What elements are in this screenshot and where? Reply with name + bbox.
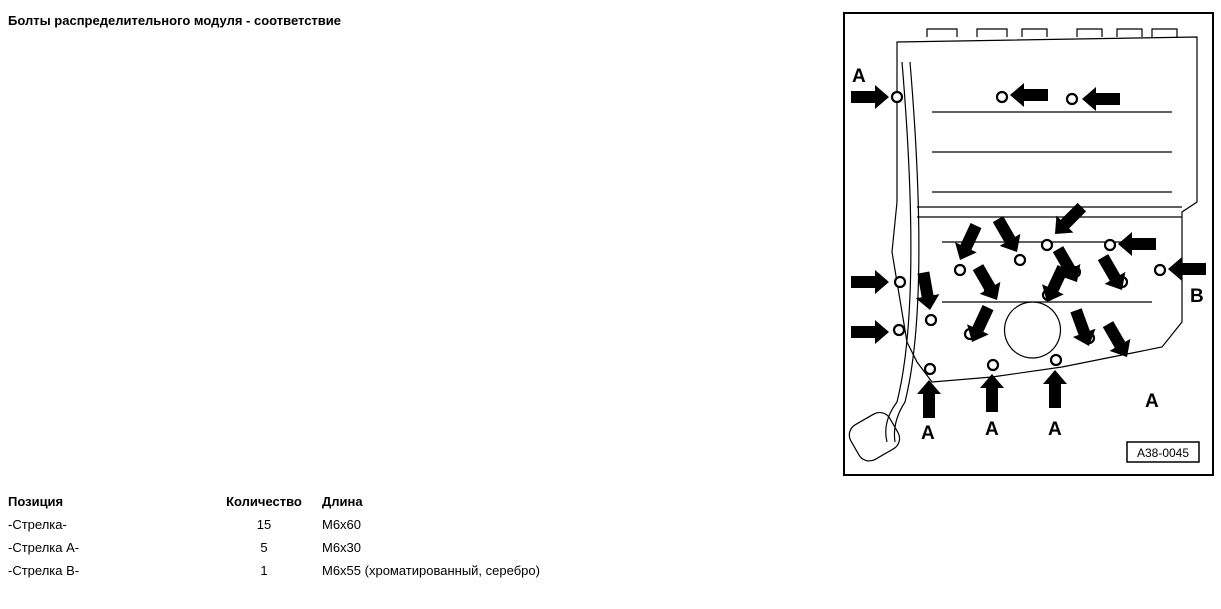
cell-quantity: 1 (260, 563, 268, 578)
label-a: A (852, 66, 866, 87)
table-row: -Стрелка B- 1 M6x55 (хроматированный, сере… (4, 559, 544, 582)
page-title: Болты распределительного модуля - соотве… (8, 13, 342, 28)
arrow-labels: A B A A A A (852, 66, 1204, 444)
bolt-marker (953, 263, 967, 277)
arrow-icon (1097, 254, 1126, 290)
bolt-marker (923, 362, 937, 376)
table-row: -Стрелка- 15 M6x60 (4, 513, 544, 536)
bolt-marker (893, 275, 907, 289)
arrow-icon (851, 85, 889, 109)
arrow-icon (992, 216, 1021, 252)
bolt-marker (1103, 238, 1117, 252)
label-a: A (1145, 391, 1159, 412)
label-a: A (921, 423, 935, 444)
header-quantity: Количество (226, 494, 302, 509)
cell-position: -Стрелка A- (8, 540, 80, 555)
label-b: B (1190, 286, 1204, 307)
cell-length: M6x60 (322, 517, 362, 532)
cell-position: -Стрелка B- (8, 563, 80, 578)
cell-position: -Стрелка- (8, 517, 67, 532)
label-a: A (985, 419, 999, 440)
arrow-icon (972, 264, 1001, 300)
bolt-marker (1065, 92, 1079, 106)
bolt-marker (995, 90, 1009, 104)
bolt-marker (986, 358, 1000, 372)
arrow-icon (980, 374, 1004, 412)
arrow-icon (955, 223, 982, 260)
bolt-marker (1153, 263, 1167, 277)
arrow-icon (1168, 257, 1206, 281)
cell-quantity: 15 (256, 517, 272, 532)
bolt-marker (1049, 353, 1063, 367)
figure-code-box (1126, 441, 1200, 463)
header-position: Позиция (8, 494, 64, 509)
figure-code: A38-0045 (1137, 446, 1189, 460)
arrow-icon (1082, 87, 1120, 111)
arrow-icon (851, 270, 889, 294)
cell-length: M6x30 (322, 540, 362, 555)
arrow-icon (1055, 202, 1087, 234)
cell-length: M6x55 (хроматированный, серебро) (322, 563, 540, 578)
header-length: Длина (322, 494, 363, 509)
arrow-icon (1118, 232, 1156, 256)
arrow-icon (1102, 321, 1131, 357)
arrow-icon (1042, 265, 1069, 302)
arrow-icon (851, 320, 889, 344)
table-row: -Стрелка A- 5 M6x30 (4, 536, 544, 559)
bolt-marker (890, 90, 904, 104)
cell-quantity: 5 (260, 540, 268, 555)
bolt-marker (1040, 238, 1054, 252)
bolt-marker (892, 323, 906, 337)
arrow-icon (917, 380, 941, 418)
bolt-marker (1013, 253, 1027, 267)
diagram-svg: A B A A A A A38-0045 (848, 28, 1206, 463)
arrow-icon (1010, 83, 1048, 107)
arrow-icon (1043, 370, 1067, 408)
arrow-icon (967, 305, 994, 342)
valve-body-diagram: A B A A A A A38-0045 (843, 12, 1214, 476)
bolt-marker (924, 313, 938, 327)
arrow-icon (1052, 246, 1081, 282)
table-header: Позиция Количество Длина (4, 490, 544, 513)
arrow-icon (1070, 308, 1096, 346)
arrow-icon (915, 271, 940, 310)
label-a: A (1048, 419, 1062, 440)
